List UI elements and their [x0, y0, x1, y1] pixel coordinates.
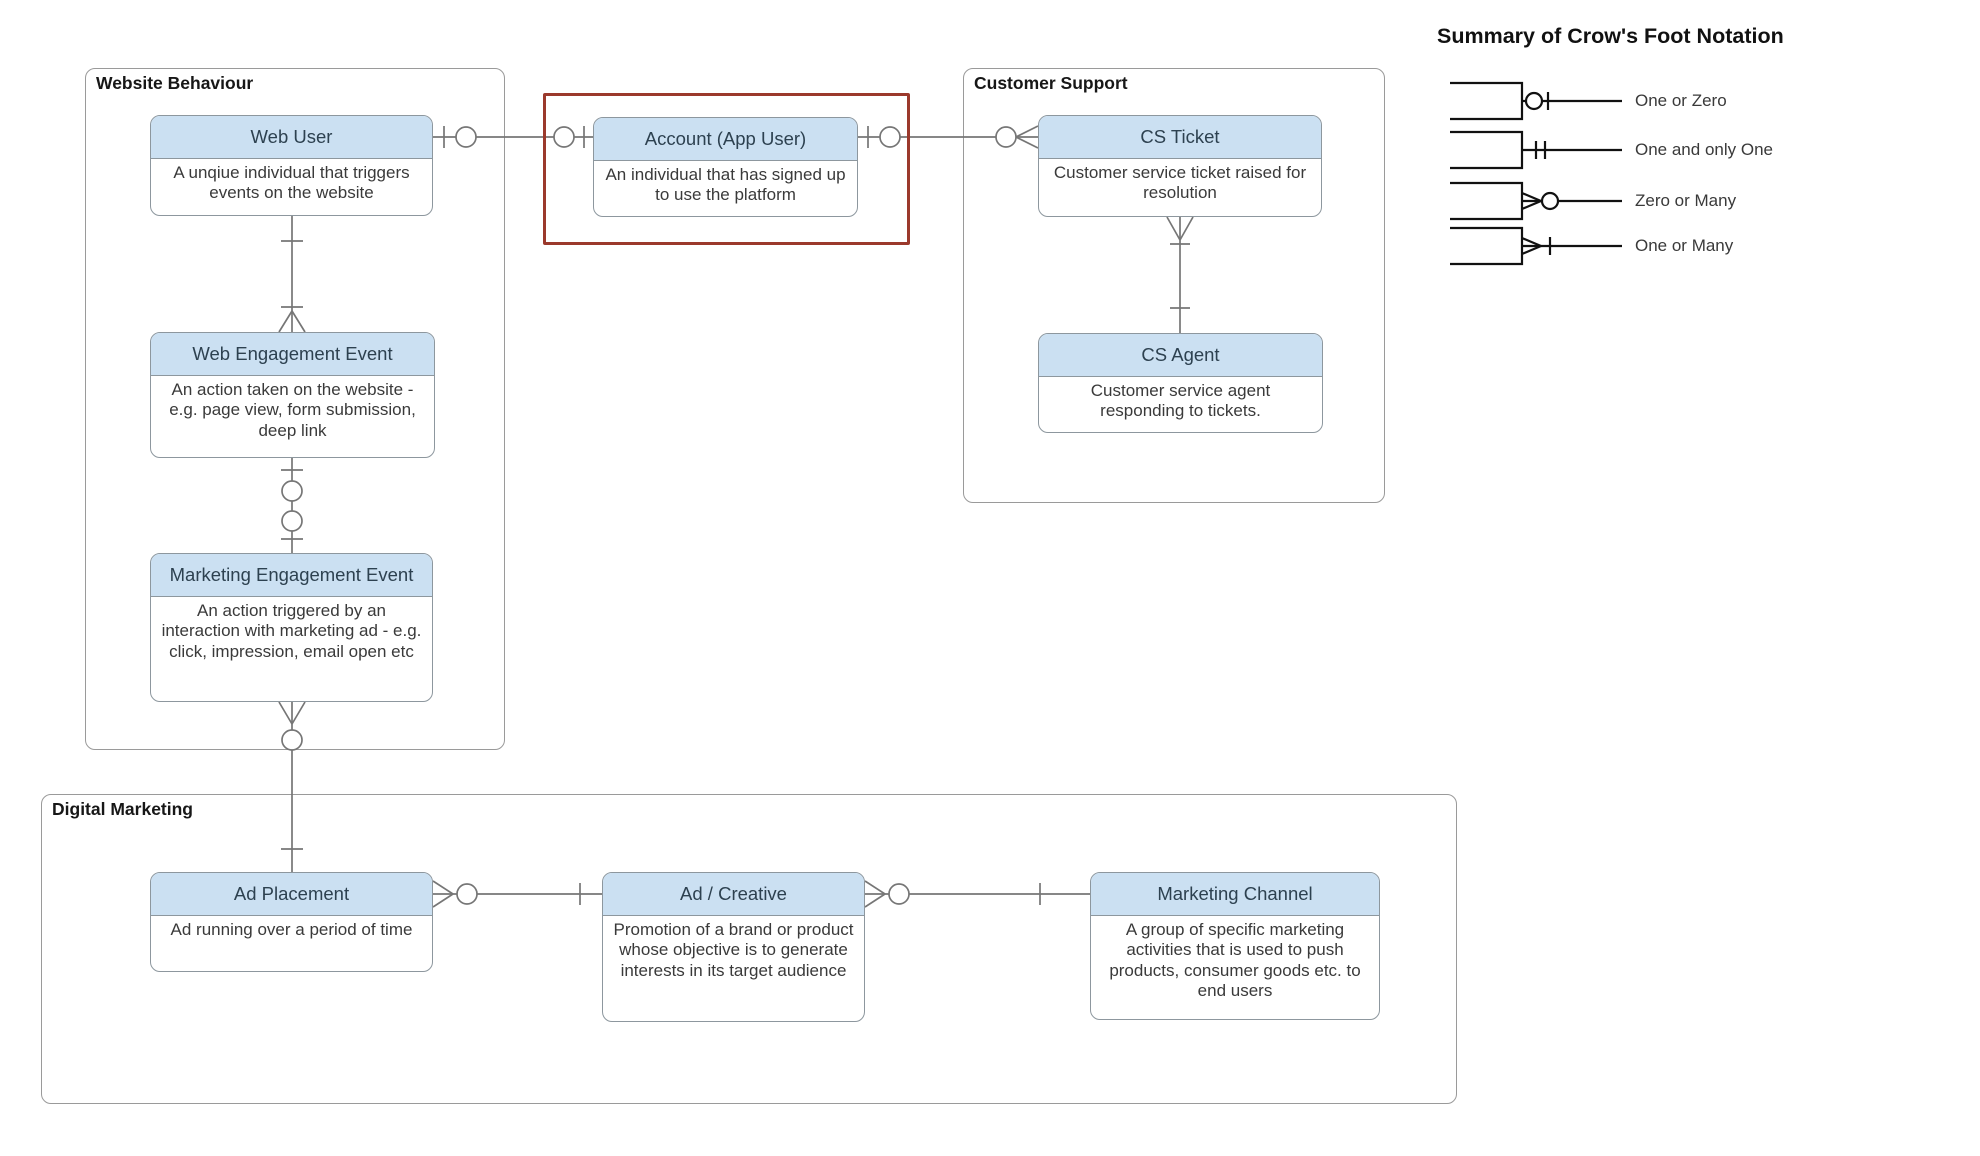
entity-marketing-channel-description: A group of specific marketing activities…	[1109, 920, 1361, 1001]
entity-marketing-channel-title: Marketing Channel	[1157, 883, 1313, 904]
entity-web-user[interactable]: Web User A unqiue individual that trigge…	[150, 115, 433, 216]
entity-marketing-engagement-event[interactable]: Marketing Engagement Event An action tri…	[150, 553, 433, 702]
entity-cs-ticket[interactable]: CS Ticket Customer service ticket raised…	[1038, 115, 1322, 217]
legend-item-one-or-zero: One or Zero	[1450, 81, 1910, 121]
legend: Summary of Crow's Foot Notation One or Z…	[1437, 24, 1917, 284]
entity-web-engagement-event-title: Web Engagement Event	[192, 343, 393, 364]
entity-account-app-user-title: Account (App User)	[644, 128, 807, 149]
entity-ad-placement-description: Ad running over a period of time	[170, 920, 413, 939]
entity-web-engagement-event[interactable]: Web Engagement Event An action taken on …	[150, 332, 435, 458]
highlight-box-account	[543, 93, 910, 245]
entity-cs-ticket-header: CS Ticket	[1039, 116, 1321, 159]
entity-cs-agent-header: CS Agent	[1039, 334, 1322, 377]
legend-label-one-or-zero: One or Zero	[1635, 91, 1727, 110]
entity-web-user-description: A unqiue individual that triggers events…	[173, 163, 410, 203]
legend-title: Summary of Crow's Foot Notation	[1437, 24, 1784, 48]
entity-marketing-engagement-event-description: An action triggered by an interaction wi…	[161, 601, 422, 661]
one-or-zero-symbol-icon	[1450, 81, 1622, 121]
one-and-only-one-symbol-icon	[1450, 130, 1622, 170]
entity-marketing-channel[interactable]: Marketing Channel A group of specific ma…	[1090, 872, 1380, 1020]
entity-account-app-user-header: Account (App User)	[594, 118, 857, 161]
legend-label-one-or-many: One or Many	[1635, 236, 1734, 255]
entity-ad-placement-header: Ad Placement	[151, 873, 432, 916]
entity-marketing-channel-header: Marketing Channel	[1091, 873, 1379, 916]
entity-marketing-engagement-event-header: Marketing Engagement Event	[151, 554, 432, 597]
entity-account-app-user[interactable]: Account (App User) An individual that ha…	[593, 117, 858, 217]
entity-web-user-title: Web User	[250, 126, 333, 147]
group-digital-marketing-label: Digital Marketing	[52, 799, 193, 819]
entity-cs-agent-description: Customer service agent responding to tic…	[1090, 381, 1271, 421]
entity-web-user-header: Web User	[151, 116, 432, 159]
legend-item-zero-or-many: Zero or Many	[1450, 181, 1910, 221]
group-customer-support-label: Customer Support	[974, 73, 1128, 93]
entity-ad-creative-header: Ad / Creative	[603, 873, 864, 916]
zero-or-many-symbol-icon	[1450, 181, 1622, 221]
group-website-behaviour-label: Website Behaviour	[96, 73, 254, 93]
group-customer-support: Customer Support	[963, 68, 1385, 503]
legend-item-one-or-many: One or Many	[1450, 226, 1910, 266]
entity-cs-ticket-title: CS Ticket	[1140, 126, 1220, 147]
entity-ad-creative-description: Promotion of a brand or product whose ob…	[613, 920, 854, 980]
entity-account-app-user-description: An individual that has signed up to use …	[605, 165, 846, 205]
group-digital-marketing: Digital Marketing	[41, 794, 1457, 1104]
entity-cs-agent[interactable]: CS Agent Customer service agent respondi…	[1038, 333, 1323, 433]
one-or-many-symbol-icon	[1450, 226, 1622, 266]
entity-web-engagement-event-header: Web Engagement Event	[151, 333, 434, 376]
entity-web-engagement-event-description: An action taken on the website - e.g. pa…	[169, 380, 416, 440]
entity-ad-creative-title: Ad / Creative	[680, 883, 787, 904]
entity-marketing-engagement-event-title: Marketing Engagement Event	[169, 564, 414, 585]
entity-cs-ticket-description: Customer service ticket raised for resol…	[1053, 163, 1307, 203]
entity-ad-creative[interactable]: Ad / Creative Promotion of a brand or pr…	[602, 872, 865, 1022]
entity-ad-placement[interactable]: Ad Placement Ad running over a period of…	[150, 872, 433, 972]
entity-cs-agent-title: CS Agent	[1141, 344, 1220, 365]
legend-label-one-and-only-one: One and only One	[1635, 140, 1773, 159]
legend-item-one-and-only-one: One and only One	[1450, 130, 1910, 170]
legend-label-zero-or-many: Zero or Many	[1635, 191, 1737, 210]
entity-ad-placement-title: Ad Placement	[233, 883, 350, 904]
